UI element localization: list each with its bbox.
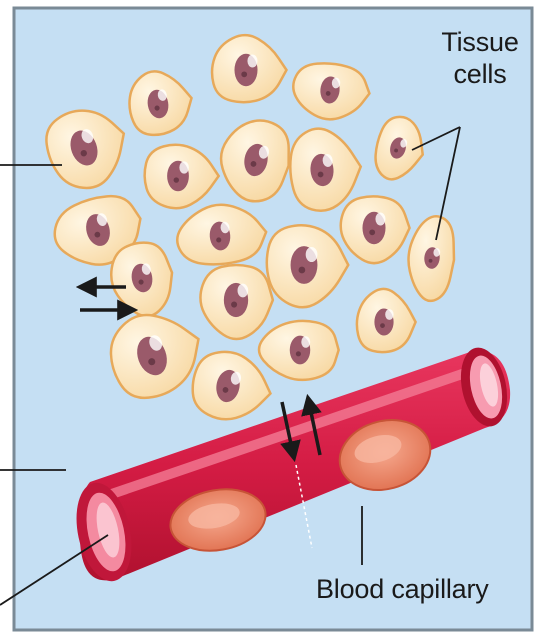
- blood-capillary-label: Blood capillary: [316, 573, 489, 605]
- tissue-cells-label-line1: Tissue: [430, 26, 530, 58]
- tissue-cells-label: Tissue cells: [430, 26, 530, 90]
- tissue-cells-label-line2: cells: [430, 58, 530, 90]
